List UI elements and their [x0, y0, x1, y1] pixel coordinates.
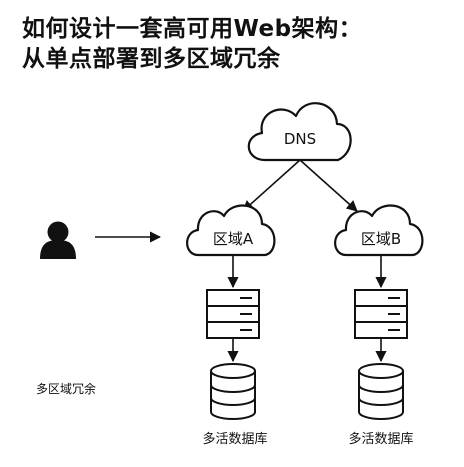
server-b-icon [354, 289, 408, 339]
database-b-label: 多活数据库 [348, 431, 413, 447]
dns-cloud-icon: DNS [247, 102, 352, 162]
region-a-label: 区域A [213, 230, 254, 248]
page-title: 如何设计一套高可用Web架构： 从单点部署到多区域冗余 [22, 14, 452, 74]
dns-label: DNS [284, 130, 316, 148]
user-icon [40, 221, 76, 259]
server-a-icon [206, 289, 260, 339]
database-a-label: 多活数据库 [202, 431, 267, 447]
region-a-cloud-icon: 区域A [186, 204, 276, 257]
region-b-cloud-icon: 区域B [334, 204, 424, 257]
database-b-icon [358, 363, 404, 420]
arrow-dns-to-region-a [242, 159, 301, 212]
title-line-2: 从单点部署到多区域冗余 [22, 46, 281, 72]
database-a-icon [210, 363, 256, 420]
region-b-label: 区域B [361, 230, 401, 248]
side-note: 多区域冗余 [36, 382, 97, 396]
arrow-dns-to-region-b [299, 159, 358, 212]
title-line-1: 如何设计一套高可用Web架构： [22, 16, 363, 42]
